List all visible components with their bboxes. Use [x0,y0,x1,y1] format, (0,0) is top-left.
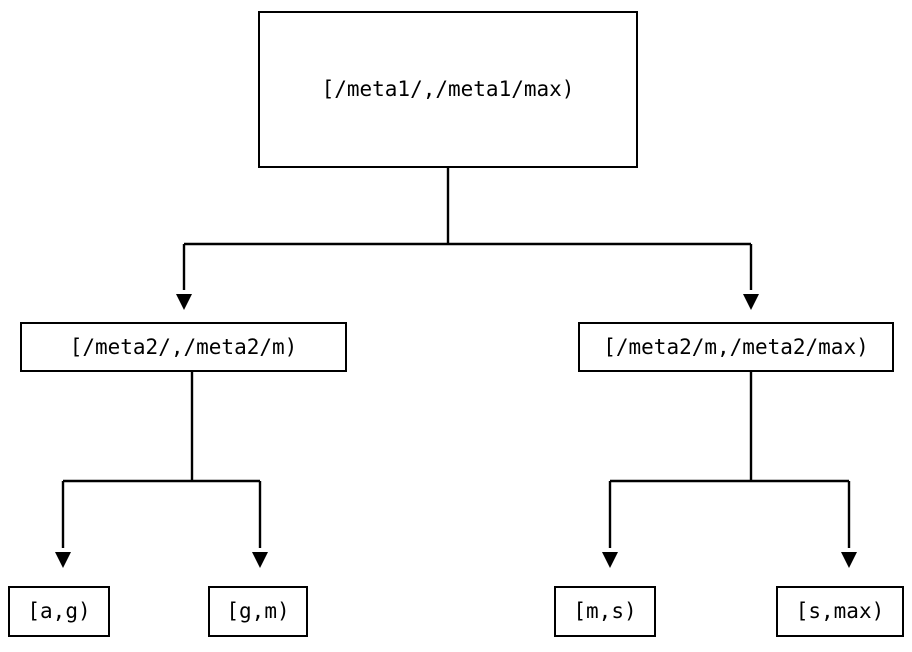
tree-node-mid-left[interactable]: [/meta2/,/meta2/m) [20,322,347,372]
arrowhead-to-leaf-ag [55,552,71,568]
tree-node-leaf-ms[interactable]: [m,s) [554,586,656,637]
arrowhead-to-leaf-smax [841,552,857,568]
edge-root-to-level1 [176,168,759,310]
tree-node-leaf-smax[interactable]: [s,max) [776,586,904,637]
tree-node-leaf-ag[interactable]: [a,g) [8,586,110,637]
arrowhead-to-leaf-gm [252,552,268,568]
tree-node-mid-left-label: [/meta2/,/meta2/m) [69,334,298,359]
edge-mid-left-to-leaves [55,372,268,568]
arrowhead-to-leaf-ms [602,552,618,568]
arrowhead-to-mid-left [176,294,192,310]
tree-node-root-label: [/meta1/,/meta1/max) [321,77,575,101]
tree-node-mid-right-label: [/meta2/m,/meta2/max) [603,334,869,359]
tree-node-mid-right[interactable]: [/meta2/m,/meta2/max) [578,322,894,372]
tree-node-leaf-gm[interactable]: [g,m) [208,586,308,637]
tree-node-leaf-ag-label: [a,g) [27,599,91,623]
tree-node-leaf-ms-label: [m,s) [573,599,637,623]
tree-node-leaf-smax-label: [s,max) [795,599,885,623]
tree-node-leaf-gm-label: [g,m) [226,599,290,623]
tree-node-root[interactable]: [/meta1/,/meta1/max) [258,11,638,168]
arrowhead-to-mid-right [743,294,759,310]
edge-mid-right-to-leaves [602,372,857,568]
